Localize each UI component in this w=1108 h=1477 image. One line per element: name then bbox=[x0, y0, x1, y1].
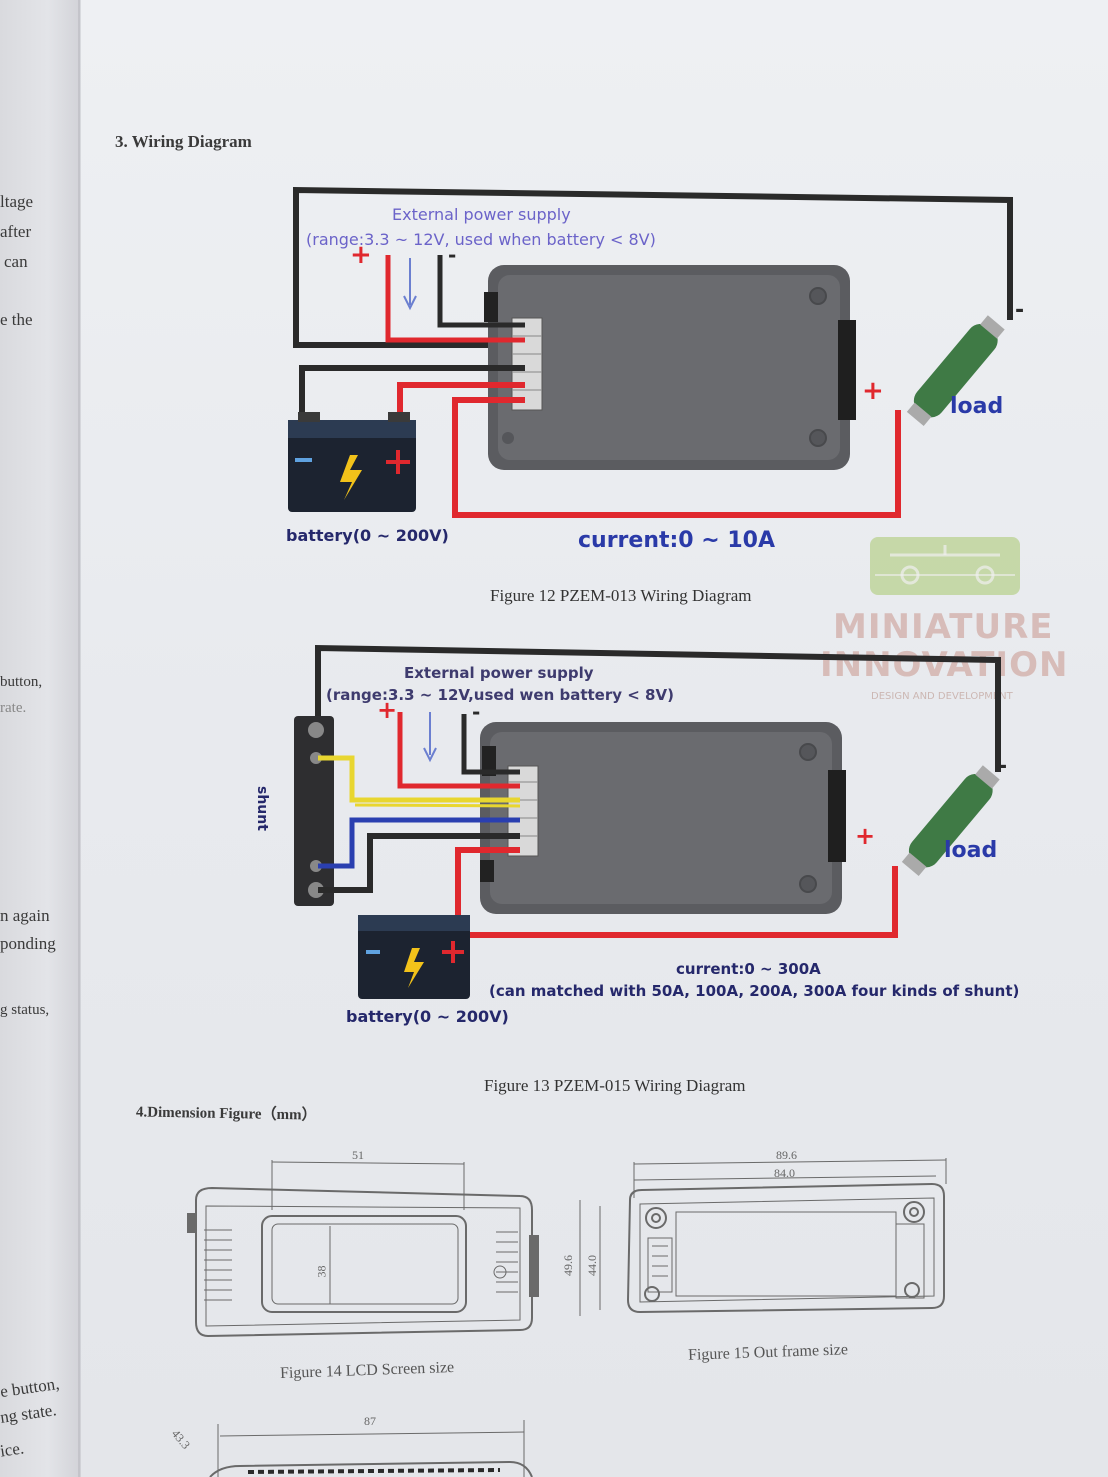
watermark-line-3: DESIGN AND DEVELOPMENT bbox=[871, 691, 1013, 702]
left-fragment: button, bbox=[0, 674, 43, 690]
watermark-car-icon bbox=[870, 537, 1020, 595]
current-label: current:0 ~ 10A bbox=[578, 528, 776, 553]
left-fragment: rate. bbox=[0, 700, 27, 716]
figure-12-diagram bbox=[288, 186, 1013, 518]
load-minus-label-13: - bbox=[998, 754, 1008, 779]
terminal-block bbox=[511, 317, 543, 411]
load-resistor-13 bbox=[901, 765, 1000, 876]
load-label-13: load bbox=[944, 838, 998, 863]
wire-red-ext bbox=[385, 255, 525, 343]
fig15-dim-h1: 49.6 bbox=[561, 1255, 575, 1276]
wire-black-ext-13 bbox=[461, 714, 520, 775]
figure-14-drawing bbox=[187, 1160, 539, 1338]
wire-black-ext bbox=[437, 255, 525, 328]
figure-16-drawing bbox=[209, 1420, 533, 1477]
fig15-dim-inner: 84.0 bbox=[774, 1166, 795, 1180]
wire-black-battery bbox=[299, 365, 525, 420]
left-fragment: after bbox=[0, 222, 32, 241]
wire-black-top-13 bbox=[315, 644, 1001, 772]
left-fragment: can bbox=[4, 252, 28, 271]
left-fragment: n again bbox=[0, 906, 50, 925]
ext-supply-range: (range:3.3 ~ 12V, used when battery < 8V… bbox=[306, 230, 656, 249]
fig15-dim-h2: 44.0 bbox=[585, 1255, 599, 1276]
shunt bbox=[294, 716, 334, 906]
lightning-icon bbox=[340, 455, 362, 500]
ext-plus-label-13: + bbox=[377, 696, 398, 724]
left-fragment: g status, bbox=[0, 1002, 50, 1018]
load-label: load bbox=[950, 394, 1004, 419]
figure-13-diagram bbox=[294, 644, 1001, 999]
watermark: MINIATURE INNOVATION DESIGN AND DEVELOPM… bbox=[815, 525, 1085, 705]
figure-12-caption: Figure 12 PZEM-013 Wiring Diagram bbox=[490, 586, 752, 605]
terminal-small bbox=[484, 292, 498, 322]
page-fold bbox=[78, 0, 81, 1477]
wire-red-ext-13 bbox=[397, 712, 520, 789]
fig15-dim-outer: 89.6 bbox=[776, 1148, 797, 1162]
load-plus-label-13: + bbox=[855, 822, 876, 850]
watermark-line-2: INNOVATION bbox=[820, 645, 1069, 685]
load-minus-label: - bbox=[1015, 298, 1025, 323]
figure-13-caption: Figure 13 PZEM-015 Wiring Diagram bbox=[484, 1076, 746, 1095]
current-label-13: current:0 ~ 300A bbox=[676, 960, 821, 978]
wire-blue-13 bbox=[318, 817, 520, 869]
wire-red-battery-13 bbox=[455, 847, 520, 935]
lightning-icon-13 bbox=[404, 948, 424, 988]
fig14-dim-height: 38 bbox=[314, 1265, 329, 1278]
battery-label-13: battery(0 ~ 200V) bbox=[346, 1007, 509, 1026]
ext-supply-range-13: (range:3.3 ~ 12V,used wen battery < 8V) bbox=[326, 686, 674, 704]
left-page bbox=[0, 0, 80, 1477]
ext-minus-label-13: - bbox=[472, 700, 481, 724]
wire-red-current-13 bbox=[458, 866, 898, 938]
left-fragment: ltage bbox=[0, 192, 34, 211]
wire-red-current bbox=[452, 397, 901, 518]
ext-supply-title-13: External power supply bbox=[404, 664, 594, 682]
wire-black-top bbox=[293, 186, 1013, 348]
figure-15-drawing bbox=[579, 1158, 947, 1316]
shunt-note: (can matched with 50A, 100A, 200A, 300A … bbox=[489, 982, 1020, 1000]
ext-plus-label: + bbox=[350, 240, 372, 270]
load-resistor bbox=[906, 315, 1005, 426]
left-fragment: e the bbox=[0, 310, 33, 329]
load-plus-label: + bbox=[862, 376, 884, 406]
section-title-wiring: 3. Wiring Diagram bbox=[115, 132, 252, 151]
meter-button-13 bbox=[828, 770, 846, 862]
fig16-dim-width: 87 bbox=[364, 1414, 376, 1428]
battery-label: battery(0 ~ 200V) bbox=[286, 526, 449, 545]
wire-yellow-13 bbox=[318, 755, 520, 803]
fig14-dim-width: 51 bbox=[352, 1148, 364, 1162]
watermark-line-1: MINIATURE bbox=[833, 607, 1054, 647]
ext-minus-label: - bbox=[448, 243, 457, 267]
terminal-block-13 bbox=[507, 765, 539, 857]
meter-face bbox=[498, 275, 840, 460]
meter-button bbox=[838, 320, 856, 420]
ext-supply-title: External power supply bbox=[392, 205, 571, 224]
wire-black-battery-13 bbox=[318, 833, 520, 893]
left-fragment: ponding bbox=[0, 934, 56, 953]
